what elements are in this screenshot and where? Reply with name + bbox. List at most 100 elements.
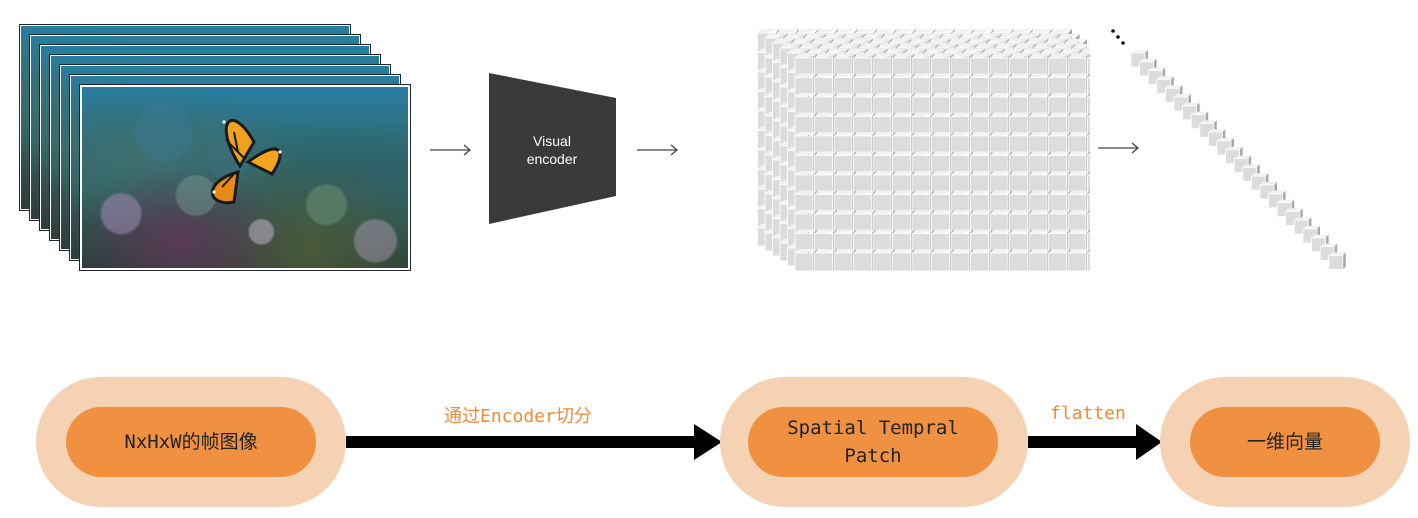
flattened-token-sequence: [1111, 29, 1346, 270]
patch-cube: [814, 171, 837, 194]
patch-cube: [1087, 55, 1090, 77]
patch-cube: [814, 93, 837, 116]
patch-cube: [892, 249, 915, 272]
patch-cube: [872, 151, 895, 174]
patch-cube: [989, 249, 1012, 272]
patch-cube: [989, 171, 1012, 194]
patch-cube: [1087, 114, 1090, 135]
patch-cube: [970, 249, 993, 272]
patch-cube: [814, 112, 837, 135]
patch-cube: [911, 249, 934, 272]
patch-cube: [931, 73, 954, 96]
patch-cube: [1028, 249, 1051, 272]
patch-cube: [833, 249, 856, 272]
patch-cube: [931, 54, 954, 77]
patch-cube: [1048, 93, 1071, 116]
patch-cube: [1067, 171, 1090, 194]
patch-cube: [1087, 94, 1090, 116]
patch-cube: [911, 190, 934, 213]
patch-cube: [950, 93, 973, 116]
patch-cube: [1087, 172, 1090, 194]
patch-cube: [833, 132, 856, 155]
node-frames: NxHxW的帧图像: [66, 407, 316, 477]
edge-label-flatten: flatten: [1050, 403, 1126, 424]
patch-cube: [853, 73, 876, 96]
patch-cube: [833, 73, 856, 96]
patch-cube: [1067, 112, 1090, 135]
node-patch: Spatial Tempral Patch: [748, 407, 998, 477]
patch-cube: [950, 171, 973, 194]
node-patch-label-line2: Patch: [844, 445, 902, 467]
patch-cube: [794, 249, 817, 272]
patch-cube: [833, 54, 856, 77]
patch-cube: [931, 171, 954, 194]
patch-cube: [814, 73, 837, 96]
video-frames-stack: [0, 0, 420, 280]
patch-cube: [814, 151, 837, 174]
patch-cube: [970, 171, 993, 194]
patch-cube: [970, 54, 993, 77]
patch-cube: [872, 210, 895, 233]
patch-cube: [1009, 73, 1032, 96]
patch-cube: [950, 151, 973, 174]
patch-cube: [911, 151, 934, 174]
patch-cube: [1048, 249, 1071, 272]
patch-cube: [794, 210, 817, 233]
patch-cube: [892, 73, 915, 96]
patch-cube: [911, 93, 934, 116]
patch-cube: [1067, 151, 1090, 174]
patch-cube: [1028, 229, 1051, 252]
patch-cube: [989, 151, 1012, 174]
patch-cube: [1028, 73, 1051, 96]
patch-cube: [950, 249, 973, 272]
patch-cube: [833, 93, 856, 116]
patch-cube: [794, 229, 817, 252]
patch-cube: [892, 112, 915, 135]
patch-cube: [970, 73, 993, 96]
patch-cube: [892, 171, 915, 194]
patch-cube: [1087, 192, 1090, 213]
encoder-label-line2: encoder: [526, 151, 578, 167]
patch-cube: [794, 54, 817, 77]
patch-cube: [1009, 249, 1032, 272]
patch-cube: [931, 249, 954, 272]
patch-cube: [853, 249, 876, 272]
patch-cube: [853, 112, 876, 135]
patch-cube: [1048, 229, 1071, 252]
patch-cube: [1048, 210, 1071, 233]
patch-cube: [950, 112, 973, 135]
patch-cube: [931, 229, 954, 252]
patch-cube: [970, 190, 993, 213]
patch-cube: [1067, 132, 1090, 155]
patch-cube: [1009, 229, 1032, 252]
patch-cube: [794, 112, 817, 135]
patch-cube: [833, 190, 856, 213]
patch-cube: [872, 112, 895, 135]
patch-cube: [892, 132, 915, 155]
patch-cube: [853, 229, 876, 252]
patch-cube: [1087, 211, 1090, 233]
patch-cube: [911, 112, 934, 135]
edge-frames-to-patch: [346, 424, 722, 460]
token-cube: [1182, 102, 1200, 121]
node-vector-label: 一维向量: [1246, 431, 1323, 453]
patch-cube: [911, 229, 934, 252]
patch-cube: [1087, 75, 1090, 96]
patch-cube: [931, 132, 954, 155]
patch-cube: [1048, 171, 1071, 194]
patch-cube: [1009, 190, 1032, 213]
visual-encoder-label: Visual encoder: [488, 132, 616, 168]
patch-cube: [911, 132, 934, 155]
patch-cube: [794, 132, 817, 155]
patch-cube: [970, 210, 993, 233]
patch-cube: [892, 210, 915, 233]
patch-cube: [872, 190, 895, 213]
patch-cube: [833, 171, 856, 194]
patch-cube: [892, 190, 915, 213]
patch-cube: [872, 93, 895, 116]
patch-cube: [833, 210, 856, 233]
arrow-icon: [430, 144, 472, 156]
patch-cube: [970, 93, 993, 116]
patch-cube: [833, 229, 856, 252]
patch-cube: [911, 73, 934, 96]
